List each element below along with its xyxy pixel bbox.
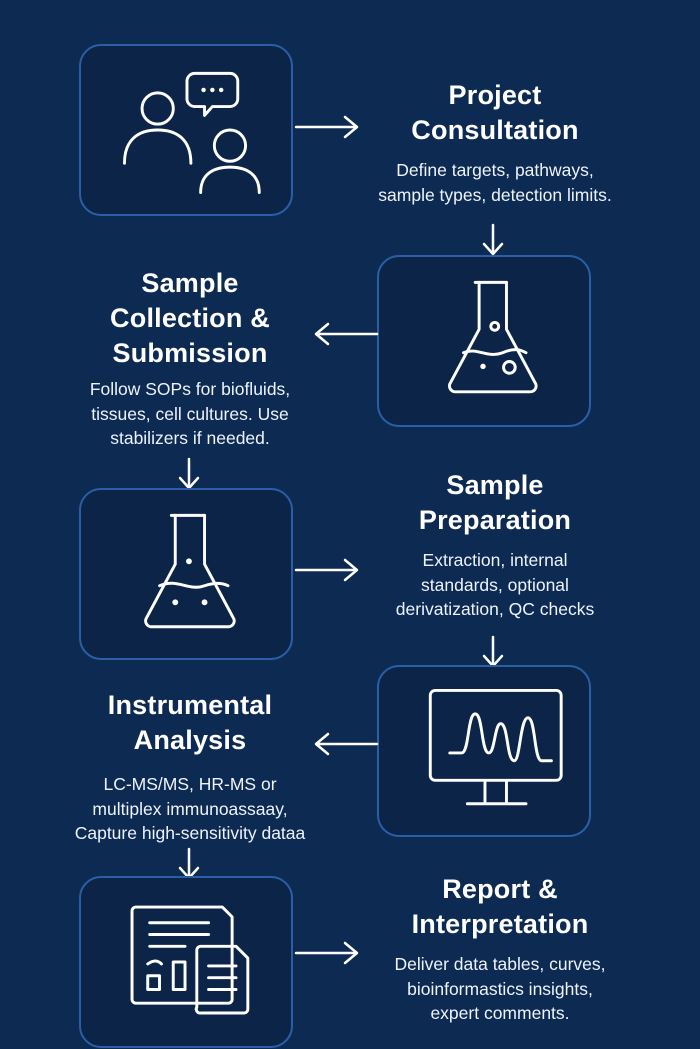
arrow-right-1 [293,112,363,142]
step3-title-line: Preparation [418,505,572,535]
step4-description: LC-MS/MS, HR-MS or multiplex immunoassaa… [40,772,340,846]
step1-title-line: Project [448,80,542,110]
arrow-down-1 [480,222,506,258]
people-chat-icon [123,71,261,194]
step5-title-line: Report & [442,874,558,904]
step2-desc-line: Follow SOPs for biofluids, [89,379,291,399]
step5-desc-line: bioinformastics insights, [407,978,593,999]
step1-description: Define targets, pathways, sample types, … [350,158,640,207]
step3-desc-line: standards, optional [421,574,569,595]
step3-description: Extraction, internal standards, optional… [350,548,640,622]
arrow-left-2 [310,319,380,349]
step2-desc-line: tissues, cell cultures. Use [91,403,289,424]
step4-title-line: Analysis [133,725,247,755]
step3-title-line: Sample [446,470,544,500]
step4-icon-card [377,665,591,837]
step5-desc-line: expert comments. [430,1003,570,1023]
step2-title-line: Submission [112,338,268,368]
step1-desc-line: Define targets, pathways, [396,160,594,180]
step4-desc-line: Capture high-sensitivity dataa [74,823,306,843]
step2-title-line: Sample [141,268,239,298]
arrow-left-4 [310,729,380,759]
arrow-right-5 [293,938,363,968]
step1-title-line: Consultation [411,115,579,145]
report-document-icon [130,905,250,1015]
step5-title: Report & Interpretation [355,872,645,942]
step3-icon-card [79,488,293,660]
step2-text: Sample Collection & Submission Follow SO… [60,266,320,451]
step5-desc-line: Deliver data tables, curves, [394,954,606,974]
step5-text: Report & Interpretation Deliver data tab… [355,872,645,1026]
step1-desc-line: sample types, detection limits. [378,184,612,205]
step5-icon-card [79,876,293,1048]
step4-text: Instrumental Analysis LC-MS/MS, HR-MS or… [40,688,340,846]
arrow-right-3 [293,555,363,585]
step2-description: Follow SOPs for biofluids, tissues, cell… [60,377,320,451]
step4-title-line: Instrumental [107,690,273,720]
monitor-chromatogram-icon [428,688,563,806]
step2-icon-card [377,255,591,427]
arrow-down-2 [176,456,202,492]
step3-text: Sample Preparation Extraction, internal … [350,468,640,622]
step5-description: Deliver data tables, curves, bioinformas… [355,952,645,1026]
step1-text: Project Consultation Define targets, pat… [350,78,640,207]
step1-title: Project Consultation [350,78,640,148]
step2-desc-line: stabilizers if needed. [110,428,270,448]
step3-title: Sample Preparation [350,468,640,538]
step4-title: Instrumental Analysis [40,688,340,758]
step1-icon-card [79,44,293,216]
step5-title-line: Interpretation [411,909,589,939]
flask-icon [144,513,236,629]
step2-title-line: Collection & [110,303,270,333]
step4-desc-line: multiplex immunoassaay, [92,798,288,819]
step4-desc-line: LC-MS/MS, HR-MS or [103,774,277,794]
step3-desc-line: derivatization, QC checks [395,599,595,619]
step2-title: Sample Collection & Submission [60,266,320,371]
flask-icon [448,280,538,394]
step3-desc-line: Extraction, internal [422,550,568,570]
